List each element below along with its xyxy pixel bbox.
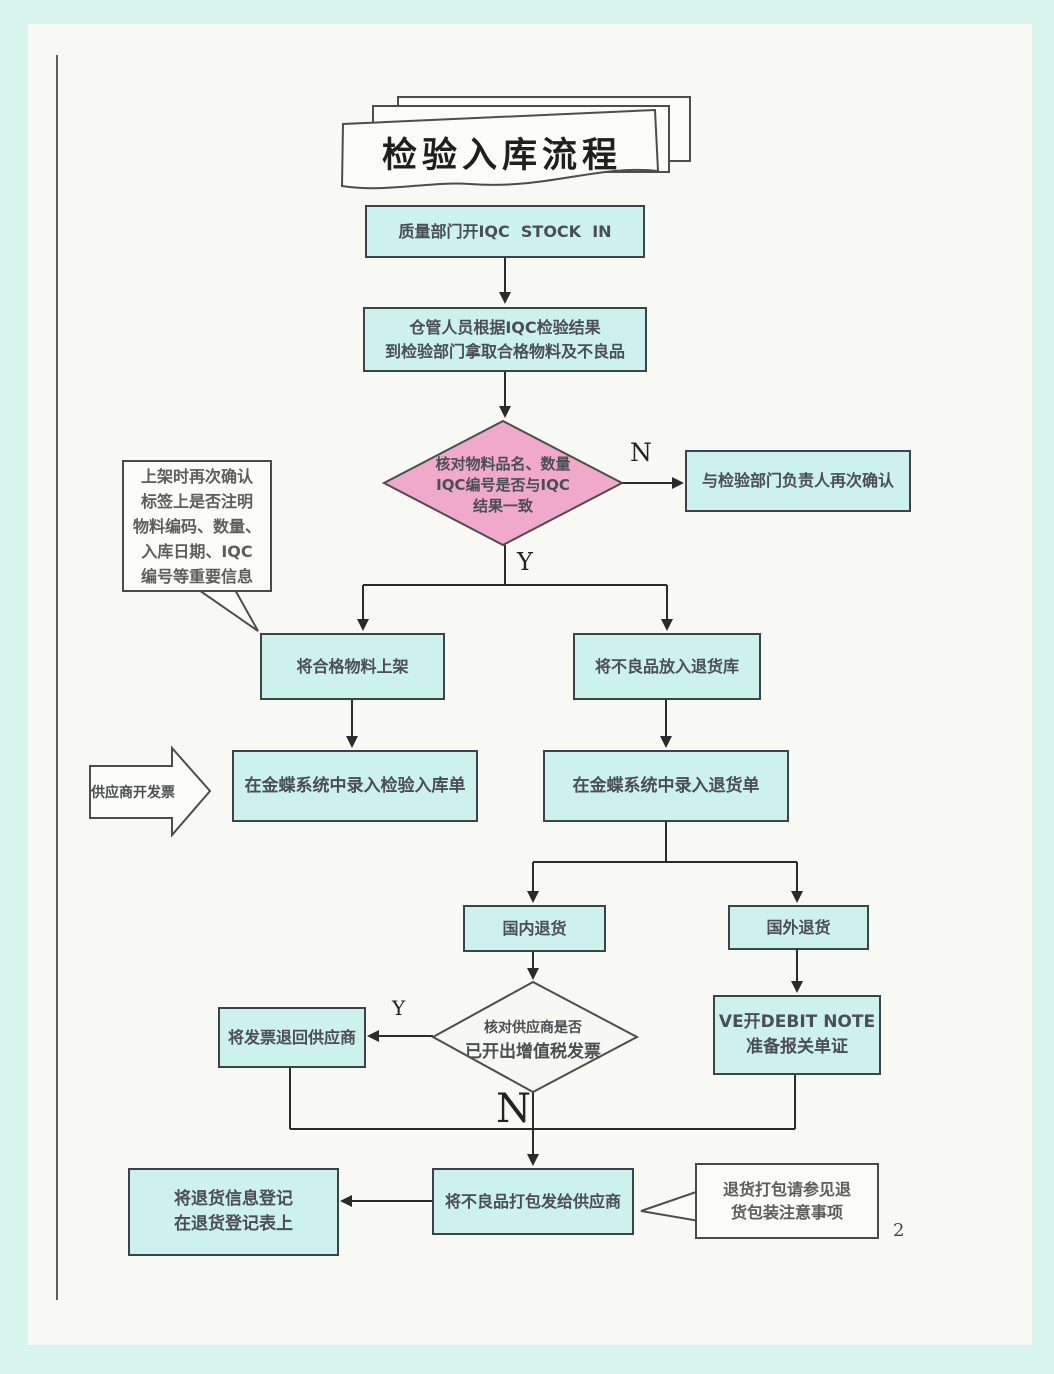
decision1-line2: IQC编号是否与IQC xyxy=(436,475,570,494)
node-fetch-materials: 仓管人员根据IQC检验结果 到检验部门拿取合格物料及不良品 xyxy=(363,307,647,372)
branch-label-yes-2: Y xyxy=(392,996,406,1020)
decision2-line2: 已开出增值税发票 xyxy=(465,1041,601,1062)
decision-diamond-iqc-match xyxy=(381,419,625,547)
decision-vat-invoice-text: 核对供应商是否 已开出增值税发票 xyxy=(428,1012,638,1066)
flow-connectors xyxy=(289,258,798,1202)
flow-arrowheads xyxy=(340,292,803,1207)
node-return-invoice-to-supplier: 将发票退回供应商 xyxy=(218,1007,366,1068)
node-fetch-line2: 到检验部门拿取合格物料及不良品 xyxy=(384,341,625,361)
note2-callout-tail xyxy=(640,1189,700,1223)
branch-label-no-2: N xyxy=(496,1086,531,1132)
note2-line2: 货包装注意事项 xyxy=(730,1203,843,1222)
page-number: 2 xyxy=(893,1220,905,1241)
node-reconfirm-with-inspection: 与检验部门负责人再次确认 xyxy=(685,450,911,512)
node-kingdee-return-entry: 在金蝶系统中录入退货单 xyxy=(543,750,789,822)
flowchart-title: 检验入库流程 xyxy=(381,135,622,176)
title-banner-shape xyxy=(340,108,660,190)
block-arrow-supplier-invoice: 供应商开发票 xyxy=(91,784,175,801)
branch-label-yes-1: Y xyxy=(517,548,533,576)
register-line2: 在退货登记表上 xyxy=(174,1214,293,1234)
debit-note-line2: 准备报关单证 xyxy=(746,1037,848,1057)
debit-note-line1: VE开DEBIT NOTE xyxy=(718,1012,876,1033)
note1-line2: 标签上是否注明 xyxy=(140,491,253,511)
note1-callout-tail xyxy=(192,587,259,632)
decision1-line3: 结果一致 xyxy=(472,496,533,515)
decision1-line1: 核对物料品名、数量 xyxy=(435,454,571,473)
node-fetch-line1: 仓管人员根据IQC检验结果 xyxy=(409,318,601,338)
decision-iqc-match-text: 核对物料品名、数量 IQC编号是否与IQC 结果一致 xyxy=(393,443,613,525)
node-defect-to-return-store: 将不良品放入退货库 xyxy=(573,633,761,700)
node-foreign-return: 国外退货 xyxy=(728,905,869,950)
note1-line5: 编号等重要信息 xyxy=(140,566,253,586)
node-open-iqc-stock-in: 质量部门开IQC STOCK IN xyxy=(365,205,645,258)
node-kingdee-inspection-entry: 在金蝶系统中录入检验入库单 xyxy=(232,750,478,822)
decision-diamond-vat-invoice xyxy=(430,980,640,1094)
node-debit-note-customs: VE开DEBIT NOTE 准备报关单证 xyxy=(713,995,881,1075)
note-return-packing: 退货打包请参见退 货包装注意事项 xyxy=(695,1163,879,1239)
node-shelve-qualified: 将合格物料上架 xyxy=(260,633,445,700)
register-line1: 将退货信息登记 xyxy=(174,1189,293,1210)
note1-line4: 入库日期、IQC xyxy=(141,541,253,561)
note2-line1: 退货打包请参见退 xyxy=(722,1179,851,1199)
node-domestic-return: 国内退货 xyxy=(463,905,606,952)
note1-line3: 物料编码、数量、 xyxy=(132,516,261,536)
node-pack-defects-to-supplier: 将不良品打包发给供应商 xyxy=(432,1168,634,1235)
note1-line1: 上架时再次确认 xyxy=(140,466,253,486)
node-register-return-info: 将退货信息登记 在退货登记表上 xyxy=(128,1168,339,1256)
note-shelving-label-check: 上架时再次确认 标签上是否注明 物料编码、数量、 入库日期、IQC 编号等重要信… xyxy=(122,460,272,592)
branch-label-no-1: N xyxy=(630,438,652,467)
block-arrow-shape xyxy=(89,745,212,838)
decision2-line1: 核对供应商是否 xyxy=(484,1019,582,1036)
